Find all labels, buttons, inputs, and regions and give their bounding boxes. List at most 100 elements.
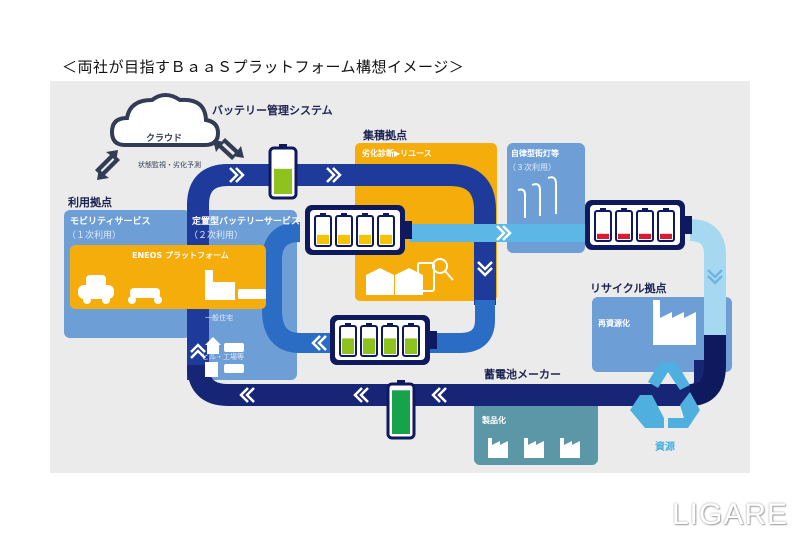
cell-charge (405, 338, 417, 354)
battery-maker-label: 製品化 (482, 416, 506, 425)
cell-charge (363, 338, 375, 354)
cell-charge (380, 234, 392, 244)
chevron-icon (245, 387, 255, 403)
chevron-icon (235, 167, 245, 183)
cell-cap (362, 213, 368, 216)
arrow-up-left-icon (213, 140, 235, 160)
resource-label: 資源 (655, 442, 675, 453)
battery-level (392, 390, 410, 434)
cloud-caption: 状態監視・劣化予測 (138, 161, 201, 169)
recycle-icon (630, 362, 700, 428)
home-building-icons (205, 337, 244, 377)
chevron-icon (477, 267, 493, 277)
cloud-icon (109, 93, 221, 147)
chevron-icon (229, 167, 239, 183)
cell-charge (359, 234, 371, 244)
battery-cell (657, 210, 675, 242)
pack-terminal (405, 221, 412, 239)
chevron-icon (326, 167, 336, 183)
chevron-icon (353, 387, 363, 403)
mobility-sub: （１次利用） (67, 231, 122, 241)
page-title: ＜両社が目指すＢａａＳプラットフォーム構想イメージ＞ (62, 58, 465, 76)
cell-charge (639, 233, 651, 239)
cell-cap (341, 213, 347, 216)
battery-bottom (386, 380, 416, 440)
chevron-icon (502, 225, 512, 241)
streetlight-icon (517, 176, 557, 218)
chevron-icon (431, 387, 441, 403)
chevron-icon (707, 269, 723, 279)
cell-charge (618, 233, 630, 239)
stationary-sub: （２次利用） (189, 231, 244, 241)
recycle-path-dark (689, 335, 726, 406)
sync-arrows (95, 138, 244, 180)
cell-cap (366, 323, 372, 326)
cell-cap (320, 213, 326, 216)
cell-charge (342, 338, 354, 354)
chevron-icon (239, 387, 249, 403)
battery-maker-heading: 蓄電池メーカー (484, 368, 561, 381)
vehicle-icons (78, 270, 266, 304)
battery-cell (594, 210, 612, 242)
battery-pack-reuse (305, 205, 412, 255)
third-use-path (410, 224, 590, 242)
battery-level (274, 168, 292, 194)
chevron-icon (332, 167, 342, 183)
collection-base-label: 劣化診断▶リユース (362, 149, 432, 158)
chevron-icon (707, 275, 723, 285)
building-label: ビル・工場等 (202, 353, 244, 361)
battery-pack-second (330, 315, 437, 365)
cell-cap (383, 213, 389, 216)
chevron-icon (190, 349, 206, 359)
platform-label: ENEOS プラットフォーム (132, 251, 229, 260)
cell-charge (597, 233, 609, 239)
chevron-icon (496, 225, 506, 241)
collection-base-heading: 集積拠点 (363, 129, 407, 142)
cell-cap (408, 323, 414, 326)
arrow-down-right-icon (222, 138, 244, 158)
battery-top (268, 144, 298, 200)
battery-pack-recycle (585, 200, 692, 250)
arrow-down-left-icon (97, 157, 120, 180)
chevron-icon (359, 387, 369, 403)
cell-charge (384, 338, 396, 354)
cloud-label: クラウド (146, 134, 183, 144)
mobility-label: モビリティサービス (70, 217, 151, 227)
battery-cell (615, 210, 633, 242)
inner-loop-path (262, 222, 495, 353)
home-label: 一般住宅 (205, 314, 233, 322)
streetlight-sub: （３次利用） (508, 163, 556, 172)
cell-cap (642, 208, 648, 211)
chevrons (190, 167, 723, 403)
stationary-label: 定置型バッテリーサービス (192, 217, 300, 227)
chevron-icon (317, 335, 327, 351)
cell-cap (621, 208, 627, 211)
arrow-up-right-icon (95, 150, 118, 173)
cell-charge (660, 233, 672, 239)
cell-cap (387, 323, 393, 326)
cell-cap (600, 208, 606, 211)
factory-icons (488, 438, 580, 458)
watermark: LIGARE (672, 498, 789, 531)
cell-charge (338, 234, 350, 244)
recycle-path (689, 219, 726, 360)
chevron-icon (190, 343, 206, 353)
streetlight-label: 自律型街灯等 (511, 149, 559, 158)
chevron-icon (477, 261, 493, 271)
pack-terminal (685, 216, 692, 234)
factory-icon (653, 300, 696, 345)
cell-cap (345, 323, 351, 326)
chevron-icon (437, 387, 447, 403)
inspection-icon (417, 258, 454, 292)
cell-charge (317, 234, 329, 244)
chevron-icon (311, 335, 321, 351)
warehouse-icon (366, 268, 423, 295)
usage-base-heading: 利用拠点 (68, 196, 112, 209)
battery-cell (636, 210, 654, 242)
cell-cap (663, 208, 669, 211)
battery-management-label: バッテリー管理システム (212, 104, 333, 117)
recycle-base-label: 再資源化 (598, 319, 630, 328)
pack-terminal (430, 331, 437, 349)
recycle-base-heading: リサイクル拠点 (590, 282, 667, 295)
